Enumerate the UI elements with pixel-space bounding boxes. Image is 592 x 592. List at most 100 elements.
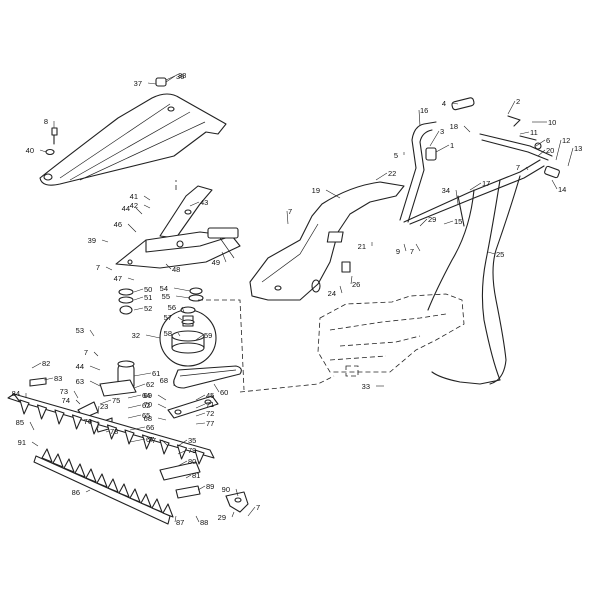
callout-number: 7 — [410, 247, 414, 256]
leader-line — [551, 179, 558, 190]
callout-number: 16 — [420, 106, 428, 115]
callout-number: 91 — [18, 438, 26, 447]
leader-line — [325, 189, 341, 199]
leader-line — [105, 430, 110, 433]
callout-number: 84 — [12, 389, 20, 398]
leader-line — [418, 109, 421, 127]
callout-number: 72 — [206, 409, 214, 418]
frame-part — [115, 227, 241, 269]
callout-number: 62 — [142, 401, 150, 410]
callout-number: 34 — [442, 186, 450, 195]
callout-number: 80 — [188, 457, 196, 466]
callout-number: 47 — [114, 274, 122, 283]
callout-number: 7 — [256, 503, 260, 512]
knife-head — [225, 491, 249, 513]
leader-line — [89, 380, 101, 387]
blade-guard-part — [39, 93, 227, 186]
gear-housing — [99, 360, 137, 397]
guard-tooth — [141, 434, 153, 450]
callout-number: 26 — [352, 280, 360, 289]
bracket-part — [159, 185, 213, 239]
callout-number: 61 — [152, 369, 160, 378]
callout-number: 38 — [178, 71, 186, 80]
leader-line — [129, 426, 146, 431]
callout-number: 75 — [112, 396, 120, 405]
leader-line — [133, 296, 144, 301]
callout-number: 51 — [144, 293, 152, 302]
leader-line — [127, 394, 142, 399]
callout-number: 18 — [450, 122, 458, 131]
callout-number: 86 — [72, 488, 80, 497]
leader-line — [145, 334, 161, 339]
callout-number: 52 — [144, 304, 152, 313]
callout-number: 15 — [454, 217, 462, 226]
callout-number: 57 — [164, 313, 172, 322]
callout-number: 59 — [204, 331, 212, 340]
callout-number: 8 — [44, 117, 48, 126]
leader-line — [177, 316, 183, 321]
leader-line — [419, 218, 428, 227]
knife-section — [107, 478, 119, 493]
callout-number: 56 — [168, 303, 176, 312]
callout-number: 29 — [218, 513, 226, 522]
handlebar-assembly — [399, 97, 560, 225]
callout-number: 14 — [558, 185, 566, 194]
leader-line — [73, 390, 79, 399]
callout-number: 70 — [144, 400, 152, 409]
callout-number: 21 — [358, 242, 366, 251]
guard-tooth — [159, 439, 170, 455]
leader-line — [133, 307, 144, 311]
callout-number: 7 — [516, 163, 520, 172]
leader-line — [127, 404, 142, 409]
knife-bar — [33, 455, 171, 525]
callout-number: 79 — [188, 446, 196, 455]
leader-line — [375, 172, 388, 181]
callout-number: 1 — [450, 141, 454, 150]
leader-line — [469, 182, 482, 191]
leader-line — [89, 329, 95, 337]
leader-line — [455, 189, 459, 205]
leader-line — [177, 449, 188, 455]
control-cable — [427, 175, 521, 385]
pulley-detail — [159, 306, 217, 367]
callout-number: 76 — [84, 417, 92, 426]
knife-section — [129, 488, 141, 503]
leader-line — [31, 441, 39, 447]
knife-section — [41, 448, 53, 463]
leader-line — [195, 515, 200, 523]
callout-number: 11 — [530, 128, 538, 137]
leader-line — [135, 207, 143, 215]
leader-line — [127, 414, 142, 419]
guard-tooth — [36, 404, 48, 420]
callout-number: 53 — [76, 326, 84, 335]
leader-line — [429, 130, 440, 147]
guard-tooth — [106, 424, 118, 440]
leader-line — [127, 277, 135, 281]
callout-number: 9 — [396, 247, 400, 256]
leader-line — [403, 243, 407, 252]
callout-number: 43 — [200, 198, 208, 207]
callout-number: 10 — [548, 118, 556, 127]
callout-number: 7 — [84, 348, 88, 357]
knife-section — [96, 473, 108, 488]
leader-line — [75, 399, 81, 405]
callout-number: 67 — [146, 435, 154, 444]
leader-line — [415, 243, 421, 252]
callout-number: 55 — [162, 292, 170, 301]
leader-line — [231, 511, 235, 518]
leader-line — [181, 306, 185, 313]
callout-number: 37 — [134, 79, 142, 88]
leader-line — [143, 204, 151, 209]
guard-teeth — [19, 399, 205, 465]
callout-number: 39 — [88, 236, 96, 245]
callout-number: 78 — [110, 427, 118, 436]
knife-section — [140, 493, 152, 508]
callout-number: 62 — [146, 380, 154, 389]
leader-line — [174, 515, 177, 523]
callout-number: 17 — [482, 179, 490, 188]
leader-line — [165, 75, 176, 83]
callout-number: 54 — [160, 284, 168, 293]
leader-line — [339, 285, 343, 294]
callout-number: 42 — [130, 201, 138, 210]
